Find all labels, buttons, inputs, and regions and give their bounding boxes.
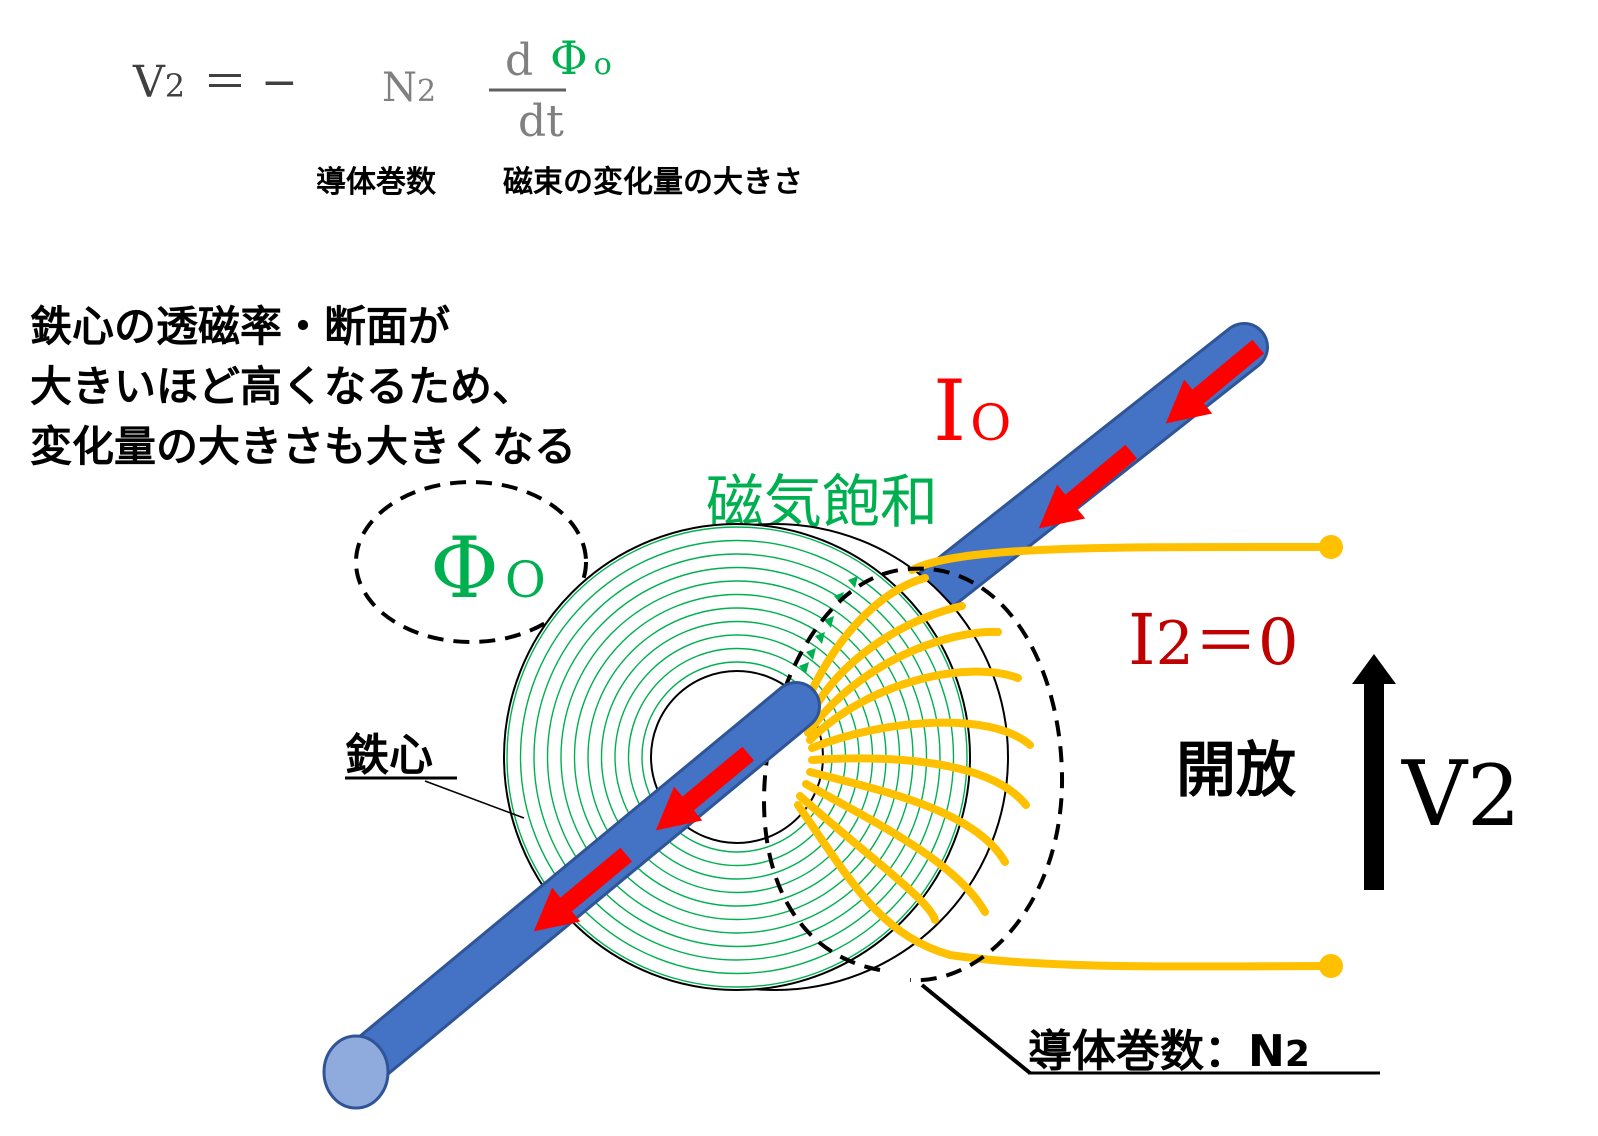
formula-lhs: V2 (132, 57, 185, 108)
winding-turn-3 (804, 627, 1002, 737)
winding-dashed-outline (762, 566, 1065, 983)
current-arrows (533, 339, 1264, 932)
note-line-3: 変化量の大きさも大きくなる (30, 422, 576, 471)
formula-equals-minus: ＝ − (203, 57, 298, 108)
voltage-arrow-shaft (1364, 680, 1384, 890)
open-circuit-label: 開放 (1176, 736, 1296, 806)
terminal-bottom (1319, 954, 1343, 978)
flux-lines (506, 526, 968, 988)
saturation-arrow-3 (824, 616, 834, 628)
current-arrow-1 (1165, 339, 1264, 424)
flux-line-ring (546, 566, 928, 948)
current-arrow-4 (533, 847, 632, 932)
formula-numerator-d: d (505, 35, 533, 86)
core-label: 鉄心 (345, 730, 433, 781)
note-text: 鉄心の透磁率・断面が 大きいほど高くなるため、 変化量の大きさも大きくなる (30, 302, 576, 471)
formula-n2: N2 (382, 65, 436, 111)
saturation-arrow-5 (806, 648, 816, 660)
core-end-face (322, 1034, 390, 1110)
flux-line-ring (533, 553, 941, 961)
voltage-arrow (1352, 654, 1396, 890)
core-leader-line (424, 780, 525, 819)
saturation-arrow-6 (799, 662, 809, 674)
saturation-arrow-4 (815, 632, 825, 644)
note-line-1: 鉄心の透磁率・断面が (30, 302, 450, 351)
winding-turn-7 (806, 768, 1009, 866)
winding-leader-line (920, 983, 1032, 1075)
current-i2-label: I2＝0 (1128, 599, 1299, 681)
winding-turn-4 (806, 667, 1022, 744)
secondary-winding (794, 542, 1335, 971)
current-arrow-3 (655, 746, 754, 831)
flux-line-ring (506, 526, 968, 988)
winding-turn-8 (802, 780, 989, 916)
flux-callout-ellipse (354, 480, 588, 644)
winding-turn-5 (808, 718, 1034, 752)
winding-turn-6 (808, 754, 1030, 809)
voltage-v2-label: V2 (1401, 742, 1520, 847)
saturation-arrow-1 (848, 576, 858, 588)
winding-lead-bottom (794, 801, 1335, 971)
note-line-2: 大きいほど高くなるため、 (30, 362, 534, 411)
flux-line-ring (519, 539, 955, 975)
winding-turn-9 (796, 792, 939, 924)
voltage-arrow-head (1352, 654, 1396, 684)
terminal-top (1319, 535, 1343, 559)
current-io-label: IO (933, 362, 1011, 460)
formula-label-change: 磁束の変化量の大きさ (503, 165, 803, 200)
winding-lead-top (908, 542, 1335, 574)
formula-label-turns: 導体巻数 (316, 165, 437, 200)
formula-denominator: dt (518, 96, 564, 147)
current-arrow-2 (1038, 444, 1137, 529)
winding-turns-label: 導体巻数：N2 (1028, 1026, 1310, 1077)
